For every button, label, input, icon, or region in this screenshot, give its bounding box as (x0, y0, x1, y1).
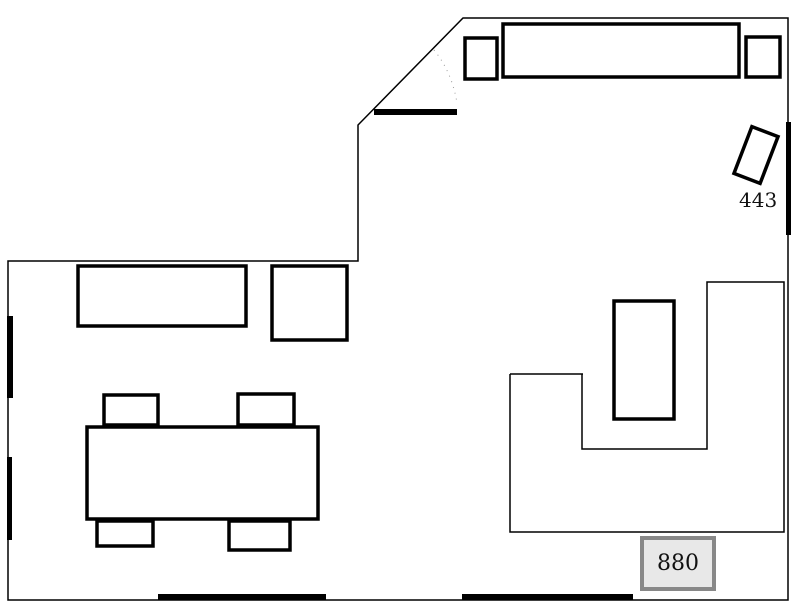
kitchen-counter (509, 281, 785, 533)
side-table (744, 35, 782, 79)
armchair (270, 264, 349, 342)
armchair-rotated (731, 124, 781, 186)
sofa (76, 264, 248, 328)
window-left-lower (7, 457, 12, 540)
sofa-top (501, 22, 741, 79)
dining-table (85, 425, 320, 521)
window-left-upper (7, 316, 13, 398)
window-bottom-left (158, 594, 326, 600)
outer-wall (7, 17, 789, 601)
room-label-443: 443 (739, 188, 778, 212)
window-right (786, 122, 791, 235)
dining-chair (102, 393, 160, 427)
door (374, 109, 457, 115)
room-label-880[interactable]: 880 (640, 536, 716, 591)
dining-chair (95, 519, 155, 548)
dining-chair (227, 519, 292, 552)
kitchen-island (612, 299, 676, 421)
window-bottom-right (462, 594, 633, 600)
dining-chair (236, 392, 296, 427)
side-table (463, 36, 499, 81)
door-swing-arc (433, 49, 458, 104)
